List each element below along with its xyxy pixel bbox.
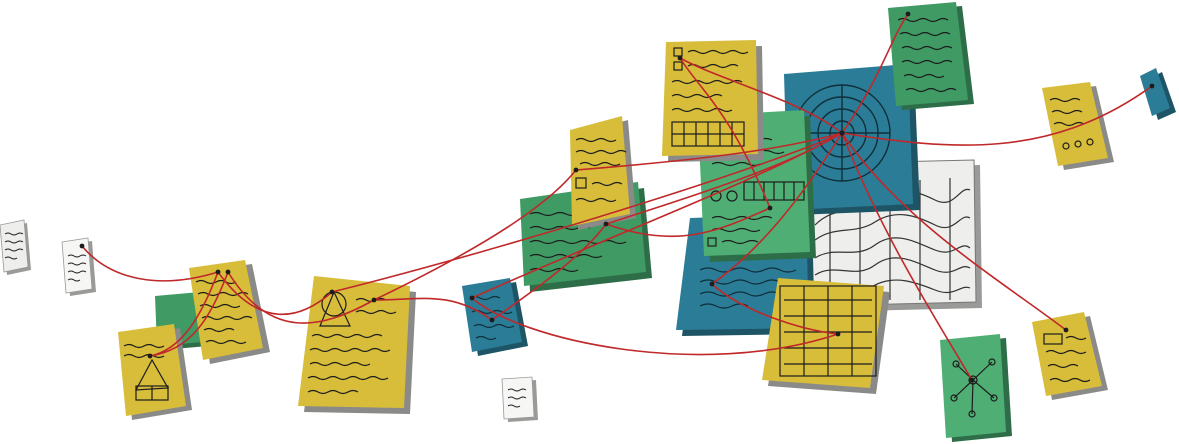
yellow-note-triangle	[118, 324, 192, 420]
teal-note-far-right	[1140, 68, 1176, 120]
tiny-note-far-left	[0, 219, 31, 275]
string-pins	[79, 11, 1155, 383]
tiny-note-bottom	[501, 376, 538, 422]
green-note-top-right	[888, 2, 974, 110]
green-note-network	[940, 334, 1012, 442]
yellow-note-checklist	[570, 116, 636, 230]
yellow-note-right	[1042, 82, 1114, 170]
yellow-note-table-lower	[762, 278, 890, 394]
yellow-note-large-diagram	[298, 276, 416, 414]
red-connection-strings	[81, 13, 1153, 381]
small-note-left	[61, 237, 96, 296]
yellow-note-bottom-right	[1032, 312, 1108, 400]
yellow-note-left-middle	[189, 260, 270, 364]
